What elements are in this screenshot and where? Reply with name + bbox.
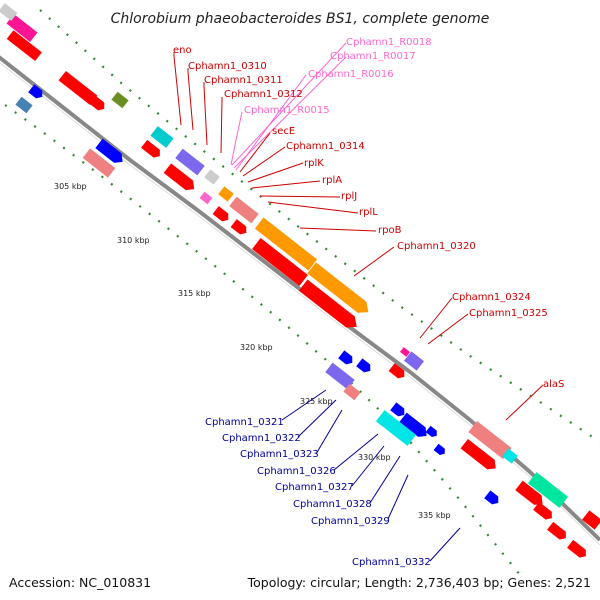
- gene-cyan-a[interactable]: [150, 126, 174, 148]
- gene-label[interactable]: eno: [173, 45, 192, 56]
- scale-tick-label: 305 kbp: [54, 182, 87, 191]
- gene-salmon-a[interactable]: [82, 148, 116, 178]
- gene-label[interactable]: rplJ: [341, 191, 357, 202]
- gene-blue-i[interactable]: [484, 490, 501, 506]
- map-title: Chlorobium phaeobacteroides BS1, complet…: [111, 11, 490, 27]
- gene-label[interactable]: Cphamn1_0312: [224, 89, 303, 100]
- gene-label[interactable]: Cphamn1_0314: [286, 141, 365, 152]
- gene-label[interactable]: Cphamn1_R0016: [308, 69, 394, 80]
- gene-blue-d[interactable]: [356, 358, 373, 374]
- gene-label[interactable]: Cphamn1_0327: [275, 482, 354, 493]
- gene-red-j[interactable]: [388, 363, 408, 381]
- gene-salmon-c[interactable]: [343, 383, 361, 401]
- gene-red-i[interactable]: [298, 279, 361, 333]
- gene-grey[interactable]: [0, 3, 18, 21]
- scale-tick-label: 320 kbp: [240, 343, 273, 352]
- gene-red-c[interactable]: [90, 96, 107, 112]
- gene-label[interactable]: Cphamn1_0325: [469, 308, 548, 319]
- gene-red-g[interactable]: [230, 219, 250, 237]
- gene-magenta-b[interactable]: [400, 347, 410, 357]
- gene-purple-c[interactable]: [404, 351, 424, 371]
- gene-red-m[interactable]: [533, 501, 555, 522]
- gene-purple-a[interactable]: [175, 148, 205, 176]
- leader-lines-bottom: [281, 389, 461, 562]
- gene-features: [0, 3, 600, 560]
- scale-tick-label: 325 kbp: [300, 397, 333, 406]
- gene-cyan-b[interactable]: [375, 410, 417, 446]
- gene-blue-a[interactable]: [28, 84, 45, 100]
- gene-orange-b[interactable]: [254, 217, 318, 271]
- gene-red-k[interactable]: [460, 438, 500, 473]
- gene-orange-c[interactable]: [307, 262, 372, 317]
- gene-label[interactable]: Cphamn1_0322: [222, 433, 301, 444]
- gene-label[interactable]: Cphamn1_0320: [397, 241, 476, 252]
- gene-blue-f[interactable]: [399, 412, 430, 441]
- map-canvas: 305 kbp 310 kbp 315 kbp 320 kbp 325 kbp …: [0, 3, 600, 575]
- gene-blue-e[interactable]: [390, 402, 407, 418]
- gene-blue-c[interactable]: [338, 350, 355, 366]
- gene-label[interactable]: Cphamn1_0311: [204, 75, 283, 86]
- topology-summary: Topology: circular; Length: 2,736,403 bp…: [247, 575, 591, 590]
- gene-label[interactable]: secE: [272, 126, 295, 137]
- gene-label[interactable]: rplA: [322, 175, 342, 186]
- gene-salmon-b[interactable]: [229, 196, 259, 224]
- gene-label[interactable]: rplK: [304, 158, 324, 169]
- gene-labels-top: eno Cphamn1_0310 Cphamn1_0311 Cphamn1_03…: [173, 37, 564, 390]
- gene-label[interactable]: Cphamn1_R0018: [346, 37, 432, 48]
- gene-label[interactable]: Cphamn1_0324: [452, 292, 531, 303]
- gene-red-e[interactable]: [163, 163, 198, 193]
- gene-label[interactable]: Cphamn1_0326: [257, 466, 336, 477]
- gene-olive[interactable]: [111, 91, 129, 109]
- gene-cyan-c[interactable]: [502, 448, 518, 464]
- gene-red-f[interactable]: [212, 206, 232, 224]
- gene-label[interactable]: alaS: [543, 379, 564, 390]
- gene-red-l[interactable]: [515, 480, 546, 509]
- gene-steel[interactable]: [15, 96, 33, 114]
- gene-label[interactable]: Cphamn1_0321: [205, 417, 284, 428]
- gene-label[interactable]: Cphamn1_R0017: [330, 51, 416, 62]
- gene-red-d[interactable]: [141, 139, 163, 160]
- tick-ring-inner: [4, 104, 521, 575]
- gene-label[interactable]: Cphamn1_0328: [293, 499, 372, 510]
- gene-grey-b[interactable]: [204, 169, 220, 185]
- gene-red-a[interactable]: [6, 30, 42, 62]
- leader-lines-top: [173, 42, 544, 421]
- gene-red-n[interactable]: [547, 521, 569, 542]
- gene-blue-h[interactable]: [433, 443, 448, 457]
- gene-magenta[interactable]: [6, 14, 38, 42]
- scale-tick-label: 315 kbp: [178, 289, 211, 298]
- gene-pink-rna[interactable]: [199, 191, 213, 205]
- gene-red-p[interactable]: [582, 510, 600, 530]
- gene-red-o[interactable]: [567, 539, 589, 560]
- accession-label: Accession: NC_010831: [9, 575, 151, 590]
- gene-label[interactable]: Cphamn1_0329: [311, 516, 390, 527]
- gene-label[interactable]: rplL: [359, 207, 378, 218]
- gene-red-h[interactable]: [252, 238, 308, 286]
- gene-blue-b[interactable]: [95, 138, 126, 167]
- gene-labels-bottom: Cphamn1_0321 Cphamn1_0322 Cphamn1_0323 C…: [205, 417, 431, 568]
- gene-label[interactable]: Cphamn1_R0015: [244, 105, 330, 116]
- gene-red-b[interactable]: [58, 70, 98, 106]
- gene-label[interactable]: Cphamn1_0323: [240, 449, 319, 460]
- gene-blue-g[interactable]: [425, 425, 440, 439]
- gene-orange-a[interactable]: [218, 186, 234, 202]
- gene-label[interactable]: rpoB: [378, 225, 402, 236]
- gene-salmon-d[interactable]: [468, 420, 512, 460]
- scale-tick-label: 310 kbp: [117, 236, 150, 245]
- scale-tick-label: 335 kbp: [418, 511, 451, 520]
- gene-purple-b[interactable]: [325, 362, 355, 390]
- gene-label[interactable]: Cphamn1_0332: [352, 557, 431, 568]
- gene-label[interactable]: Cphamn1_0310: [188, 61, 267, 72]
- gene-teal[interactable]: [527, 472, 569, 508]
